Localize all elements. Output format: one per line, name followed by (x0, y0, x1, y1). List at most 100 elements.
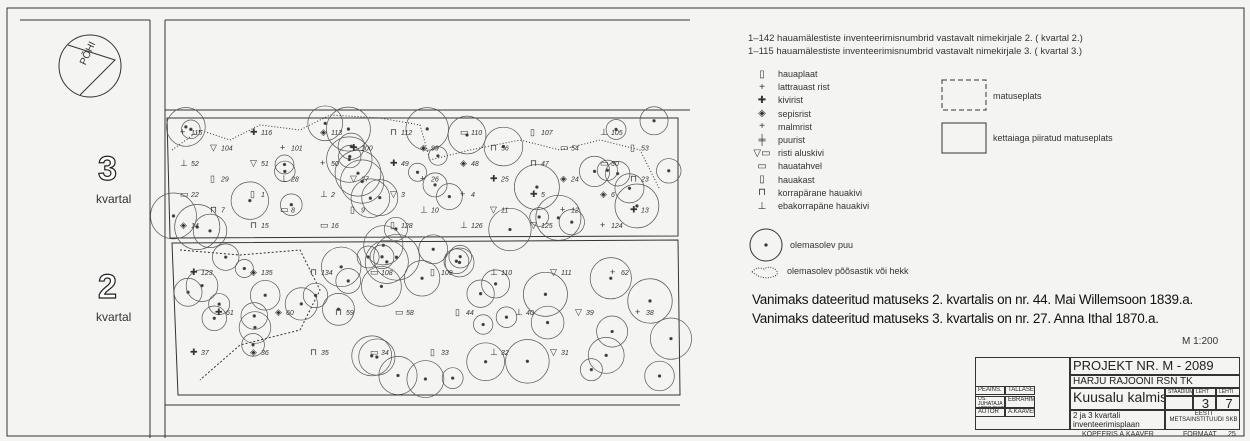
plot-number: 123 (201, 270, 213, 277)
grave-symbol-icon: ⊓ (210, 205, 217, 215)
sheet-number: 3 (1193, 396, 1216, 410)
tree-circle (363, 225, 404, 266)
tree-group (150, 105, 692, 398)
tree-circle (406, 360, 445, 398)
plot-number: 48 (471, 161, 479, 168)
tree-circle (605, 119, 627, 140)
tree-circle (483, 126, 524, 167)
tree-circle (334, 150, 382, 197)
tree-center (545, 320, 550, 325)
grave-symbol-icon: + (460, 189, 465, 199)
tree-center (346, 279, 350, 283)
tree-center (425, 127, 429, 131)
legend-symbol-icon: ▭ (757, 160, 767, 172)
tree-center (614, 127, 618, 132)
tree-center (289, 203, 293, 207)
plot-number: 52 (191, 161, 199, 168)
north-arrow-circle (58, 34, 122, 98)
role: AUTOR (975, 408, 1005, 417)
copied-by: KOPEERIS A.KAAVER (1082, 431, 1154, 438)
tree-center (396, 373, 400, 378)
tree-center (652, 119, 656, 123)
plot-number: 32 (501, 350, 509, 357)
plot-number: 107 (541, 130, 554, 137)
stage-label: STAADIUM (1165, 388, 1193, 396)
grave-symbol-icon: ▭ (600, 158, 609, 168)
tree-center (217, 302, 221, 306)
tree-circle (535, 194, 582, 241)
tree-center (299, 302, 303, 306)
tree-circle (441, 367, 464, 389)
tree-center (436, 154, 440, 158)
legend-label: ebakorrapäne hauakivi (778, 201, 870, 211)
grave-symbol-icon: ▭ (180, 189, 189, 199)
tree-center (447, 194, 452, 199)
tree-center (610, 329, 614, 334)
tree-circle (614, 173, 645, 204)
grave-symbol-icon: ▽ (390, 189, 397, 199)
grave-symbol-icon: ▽ (490, 205, 497, 215)
plot-number: 115 (191, 130, 202, 137)
grave-symbol-icon: ◈ (250, 267, 257, 277)
tree-circle (650, 317, 692, 360)
grave-symbol-icon: ⊓ (335, 307, 342, 317)
grave-symbol-icon: + (420, 174, 425, 184)
legend-symbol-icon: ▯ (759, 68, 765, 80)
tree-circle (150, 192, 197, 240)
grave-symbol-icon: ⊥ (515, 307, 523, 317)
grave-symbol-icon: ✚ (215, 307, 223, 317)
grave-symbol-icon: + (280, 143, 285, 153)
grave-symbol-icon: ◈ (275, 307, 282, 317)
tree-circle (405, 107, 449, 151)
grave-symbol-icon: ▯ (210, 174, 215, 184)
tree-circle (326, 136, 373, 183)
grave-symbol-icon: ⊥ (600, 127, 608, 137)
plot-number: 15 (261, 223, 269, 230)
tree-circle (307, 105, 343, 142)
legend-symbol-icon: ✚ (757, 94, 767, 106)
plot-number: 28 (290, 177, 299, 184)
tree-center (592, 169, 597, 174)
grave-symbol-icon: ▭ (560, 143, 569, 153)
grave-symbol-icon: ⊓ (530, 158, 537, 168)
tree-center (493, 282, 498, 286)
tree-circle (361, 266, 402, 307)
tree-circle (326, 106, 371, 152)
tree-circle (614, 183, 660, 229)
block-2-label: kvartal (96, 310, 132, 324)
tree-circle (351, 335, 393, 377)
role: PEAINS. (975, 386, 1005, 395)
grave-symbol-icon: ⊓ (390, 127, 397, 137)
scale: M 1:200 (1182, 336, 1219, 347)
tree-circle (495, 306, 518, 328)
tree-center (525, 359, 530, 363)
tree-circle (250, 280, 281, 311)
legend-symbol-icon: ╪ (758, 134, 766, 146)
legend-tree-symbol (749, 228, 783, 262)
tree-center (378, 195, 382, 200)
plot-number: 6 (611, 192, 615, 199)
legend-label: korrapärane hauakivi (778, 187, 863, 198)
tree-center (451, 376, 455, 380)
tree-circle (241, 333, 265, 357)
legend-item: +malmrist (750, 121, 812, 133)
grave-symbol-icon: ◈ (560, 174, 567, 184)
plot-number: 116 (261, 130, 272, 137)
tree-center (431, 247, 435, 251)
institute: EESTI METSAINSTITUUDI SKB (1165, 410, 1240, 430)
bush-outline (171, 114, 661, 191)
plot-number: 26 (430, 177, 439, 184)
block-3-boundary (166, 117, 679, 239)
drawing-name: 2 ja 3 kvartali inventeerimisplaan (1070, 410, 1165, 430)
legend-label: hauakast (778, 174, 815, 185)
sheet-border (6, 7, 1245, 437)
role-name: EBRAHIM (1005, 396, 1035, 408)
grave-symbol-icon: ⊥ (460, 220, 468, 230)
tree-center (375, 355, 379, 359)
plot-number: 4 (471, 192, 475, 199)
sheets-label: LEHTI (1216, 388, 1240, 396)
oldest-note-block-3: Vanimaks dateeritud matuseks 3. kvartali… (752, 311, 1159, 326)
grave-symbol-icon: + (635, 307, 640, 317)
tree-center (360, 179, 364, 184)
legend-item: ⊥ebakorrapäne hauakivi (750, 200, 869, 212)
